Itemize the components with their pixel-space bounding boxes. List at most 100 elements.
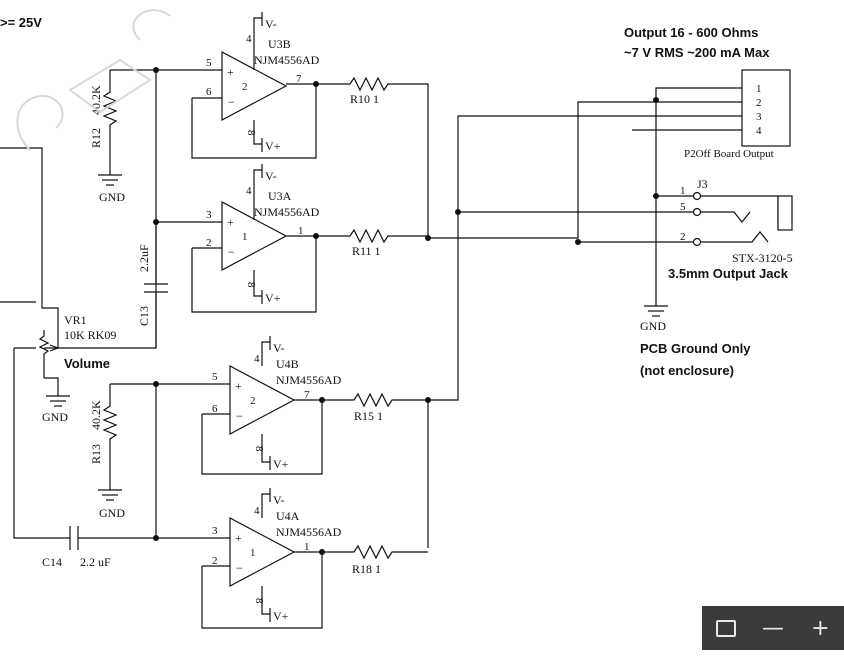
zoom-in-button[interactable]: +: [811, 615, 830, 641]
svg-text:+: +: [227, 215, 234, 229]
svg-text:4: 4: [254, 505, 260, 517]
svg-text:U4B: U4B: [276, 357, 299, 371]
svg-text:5: 5: [206, 57, 212, 69]
svg-text:+: +: [235, 379, 242, 393]
svg-text:7: 7: [304, 389, 310, 401]
r12-ref: R12: [89, 128, 103, 148]
svg-text:C14: C14: [42, 555, 62, 569]
svg-text:R18 1: R18 1: [352, 562, 381, 576]
svg-text:4: 4: [246, 33, 252, 45]
svg-text:2.2 uF: 2.2 uF: [80, 555, 111, 569]
j3-jack: 1 5 2 J3 STX-3120-5 3.5mm Output Jack: [668, 177, 793, 281]
u3b-part: NJM4556AD: [254, 53, 320, 67]
output-nets: [428, 87, 742, 401]
svg-text:R10 1: R10 1: [350, 92, 379, 106]
svg-text:2: 2: [242, 81, 248, 93]
svg-text:+: +: [235, 531, 242, 545]
vr1-gnd-label: GND: [42, 410, 68, 424]
ground-note-line2: (not enclosure): [640, 363, 734, 378]
svg-text:6: 6: [206, 86, 212, 98]
svg-text:4: 4: [254, 353, 260, 365]
svg-text:1: 1: [304, 541, 310, 553]
svg-text:3: 3: [756, 111, 762, 123]
svg-text:−: −: [228, 245, 235, 259]
svg-text:−: −: [236, 409, 243, 423]
u3b-vplus: V+: [265, 139, 281, 153]
svg-text:2: 2: [212, 555, 218, 567]
j3-part: STX-3120-5: [732, 251, 793, 265]
svg-text:2: 2: [756, 97, 762, 109]
svg-text:7: 7: [296, 73, 302, 85]
svg-text:+: +: [227, 65, 234, 79]
zoom-toolbar: — +: [702, 606, 844, 650]
resistor-r11: R11 1: [344, 228, 431, 258]
ground-note-line1: PCB Ground Only: [640, 341, 751, 356]
svg-text:R15 1: R15 1: [354, 409, 383, 423]
resistor-r10: R10 1: [344, 76, 429, 238]
svg-text:8: 8: [253, 446, 265, 452]
resistor-r15: R15 1: [350, 392, 431, 548]
svg-text:2.2uF: 2.2uF: [137, 244, 151, 272]
vr1-value: 10K RK09: [64, 328, 116, 342]
svg-text:3: 3: [212, 525, 218, 537]
svg-text:GND: GND: [99, 506, 125, 520]
output-spec: ~7 V RMS ~200 mA Max: [624, 45, 770, 60]
opamp-u3a: + − V- V+ 4 8 U3A NJM4556AD 1 3 2 1: [153, 164, 344, 313]
svg-text:R11 1: R11 1: [352, 244, 381, 258]
u3b-vminus: V-: [265, 17, 277, 31]
opamp-u3b: GND R12 40.2K + − V- V+ 4 8 U3B NJM4556A…: [89, 12, 344, 204]
p2-label: P2Off Board Output: [684, 148, 774, 160]
svg-text:4: 4: [246, 185, 252, 197]
r12-gnd-label: GND: [99, 190, 125, 204]
svg-text:V-: V-: [265, 169, 277, 183]
vr1-ref: VR1: [64, 313, 87, 327]
svg-text:C13: C13: [137, 306, 151, 326]
zoom-out-button[interactable]: —: [761, 615, 784, 641]
resistor-r18: R18 1: [350, 544, 428, 576]
svg-text:2: 2: [206, 237, 212, 249]
j3-ref: J3: [697, 177, 708, 191]
vr1-name: Volume: [64, 356, 110, 371]
svg-text:6: 6: [212, 403, 218, 415]
output-title: Output 16 - 600 Ohms: [624, 25, 758, 40]
opamp-u4a: + − V- V+ 4 8 U4A NJM4556AD 1 3 2 1: [200, 488, 350, 629]
u3b-ref: U3B: [268, 37, 291, 51]
output-gnd-label: GND: [640, 319, 666, 333]
svg-text:V-: V-: [273, 341, 285, 355]
svg-text:3: 3: [206, 209, 212, 221]
svg-text:−: −: [228, 95, 235, 109]
svg-text:NJM4556AD: NJM4556AD: [276, 525, 342, 539]
opamp-u4b: GND R13 40.2K + − V- V+ 4 8 U4B NJM4556A…: [89, 336, 350, 541]
svg-text:V-: V-: [273, 493, 285, 507]
svg-text:4: 4: [756, 125, 762, 137]
capacitor-c13: 2.2uF C13: [137, 222, 168, 348]
svg-text:NJM4556AD: NJM4556AD: [254, 205, 320, 219]
svg-text:2: 2: [680, 231, 686, 243]
svg-text:V+: V+: [265, 291, 281, 305]
supply-note: >= 25V: [0, 15, 42, 30]
svg-text:R13: R13: [89, 444, 103, 464]
svg-text:U3A: U3A: [268, 189, 292, 203]
svg-text:1: 1: [680, 185, 686, 197]
svg-text:5: 5: [212, 371, 218, 383]
svg-text:V+: V+: [273, 457, 289, 471]
p2-connector: 1 2 3 4 P2Off Board Output: [684, 69, 791, 160]
capacitor-c14: C14 2.2 uF: [42, 526, 111, 569]
svg-text:5: 5: [680, 201, 686, 213]
svg-text:40.2K: 40.2K: [89, 400, 103, 430]
r12-value: 40.2K: [89, 85, 103, 115]
j3-title: 3.5mm Output Jack: [668, 266, 789, 281]
fit-screen-icon[interactable]: [702, 606, 749, 650]
svg-text:1: 1: [298, 225, 304, 237]
svg-text:NJM4556AD: NJM4556AD: [276, 373, 342, 387]
svg-text:−: −: [236, 561, 243, 575]
input-wiring: [0, 147, 200, 539]
svg-text:2: 2: [250, 395, 256, 407]
svg-text:1: 1: [242, 231, 248, 243]
svg-text:8: 8: [245, 282, 257, 288]
svg-text:1: 1: [250, 547, 256, 559]
svg-text:8: 8: [245, 130, 257, 136]
svg-text:U4A: U4A: [276, 509, 300, 523]
svg-text:1: 1: [756, 83, 762, 95]
